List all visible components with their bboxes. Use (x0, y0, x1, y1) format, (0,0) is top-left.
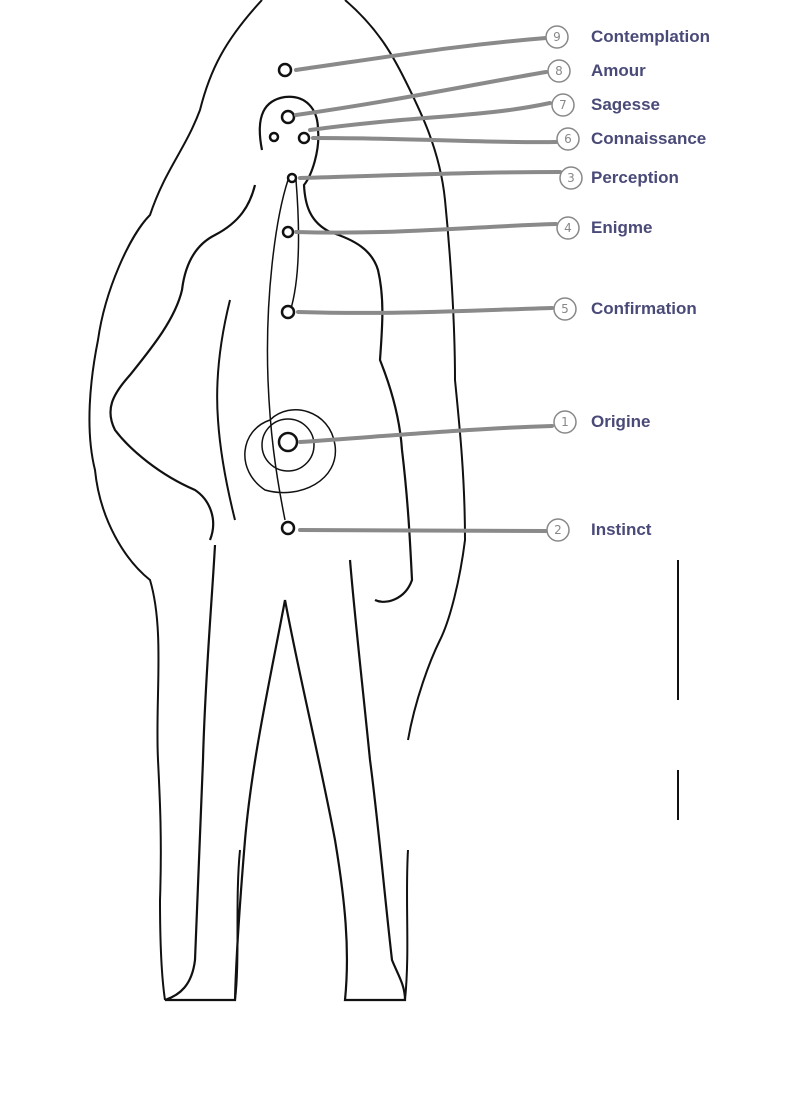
number-circle-5 (553, 297, 577, 321)
leader-lines (294, 36, 562, 533)
center-label-origine: Origine (591, 412, 651, 431)
arm-left (216, 299, 236, 521)
center-label-connaissance: Connaissance (591, 129, 707, 148)
number-circle-6 (556, 127, 580, 151)
chakra-nodes (268, 62, 311, 536)
center-label-amour: Amour (591, 61, 646, 80)
body-outline (109, 95, 414, 1002)
spiral-inner (261, 418, 315, 472)
number-text-2: 2 (554, 523, 562, 537)
number-circle-2 (546, 518, 570, 542)
number-text-1: 1 (561, 415, 569, 429)
number-circle-3 (559, 166, 583, 190)
number-text-6: 6 (564, 132, 572, 146)
number-circle-1 (553, 410, 577, 434)
energy-channel (244, 179, 337, 521)
center-label-instinct: Instinct (591, 520, 652, 539)
number-circle-7 (551, 93, 575, 117)
number-text-3: 3 (567, 171, 575, 185)
center-label-sagesse: Sagesse (591, 95, 660, 114)
number-circle-9 (545, 25, 569, 49)
center-label-enigme: Enigme (591, 218, 653, 237)
center-label-perception: Perception (591, 168, 679, 187)
number-circle-8 (547, 59, 571, 83)
number-markers: 9 8 7 6 3 4 5 1 2 (545, 25, 583, 542)
number-text-5: 5 (561, 302, 569, 316)
number-text-7: 7 (559, 98, 567, 112)
number-text-8: 8 (555, 64, 563, 78)
aura-outline (88, 0, 467, 1001)
number-text-4: 4 (564, 221, 572, 235)
center-label-confirmation: Confirmation (591, 299, 697, 318)
number-circle-4 (556, 216, 580, 240)
number-text-9: 9 (553, 30, 561, 44)
center-label-contemplation: Contemplation (591, 27, 710, 46)
